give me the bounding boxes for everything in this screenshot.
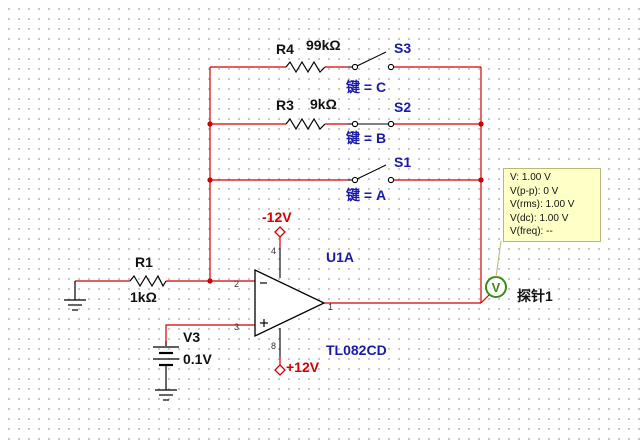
r1-ref-label: R1 — [135, 254, 153, 270]
pos-supply-label: +12V — [286, 359, 320, 375]
probe-readout-panel: V: 1.00 V V(p-p): 0 V V(rms): 1.00 V V(d… — [503, 168, 601, 242]
neg-supply-connector[interactable] — [274, 226, 286, 238]
opamp-ref-label: U1A — [326, 249, 354, 265]
probe-callout-line — [495, 240, 502, 278]
s1-ref-label: S1 — [394, 154, 411, 170]
probe-vpp: V(p-p): 0 V — [510, 185, 559, 197]
r4-value-label: 99kΩ — [306, 37, 341, 53]
switch-s2-symbol[interactable] — [348, 120, 395, 128]
s2-ref-label: S2 — [394, 99, 411, 115]
pin-2-label: 2 — [234, 279, 239, 289]
v3-value-label: 0.1V — [183, 351, 212, 367]
opamp-u1a-symbol[interactable] — [254, 248, 326, 357]
switch-s1-symbol[interactable] — [348, 164, 395, 184]
probe-icon[interactable]: V — [485, 276, 507, 298]
probe-vdc: V(dc): 1.00 V — [510, 212, 569, 224]
r4-ref-label: R4 — [276, 41, 294, 57]
r3-value-label: 9kΩ — [310, 96, 337, 112]
resistor-r4-symbol[interactable] — [285, 60, 326, 74]
opamp-part-label: TL082CD — [326, 342, 387, 358]
resistor-r1-symbol[interactable] — [129, 274, 167, 288]
pin-3-label: 3 — [234, 322, 239, 332]
resistor-r3-symbol[interactable] — [285, 117, 326, 131]
pin-4-label: 4 — [271, 246, 276, 256]
s3-key-label: 键 = C — [345, 79, 386, 95]
probe-icon-letter: V — [492, 280, 501, 295]
probe-ref-label: 探针1 — [517, 288, 553, 304]
neg-supply-label: -12V — [262, 209, 292, 225]
junction-dot — [478, 177, 484, 183]
wire-v3-noninverting — [165, 324, 255, 341]
v3-ref-label: V3 — [183, 329, 200, 345]
pos-supply-connector[interactable] — [274, 364, 286, 376]
s3-ref-label: S3 — [394, 40, 411, 56]
pin-1-label: 1 — [328, 302, 333, 312]
junction-dot — [478, 121, 484, 127]
probe-vfreq: V(freq): -- — [510, 226, 553, 237]
r1-value-label: 1kΩ — [130, 289, 157, 305]
s1-key-label: 键 = A — [345, 187, 386, 203]
s2-key-label: 键 = B — [345, 130, 386, 146]
junctions — [207, 121, 484, 284]
switches — [348, 51, 395, 184]
switch-s3-symbol[interactable] — [348, 51, 395, 71]
resistors — [129, 60, 326, 288]
junction-dot — [207, 278, 213, 284]
probe-vrms: V(rms): 1.00 V — [510, 199, 575, 210]
battery-v3-symbol[interactable] — [153, 341, 179, 401]
junction-dot — [207, 177, 213, 183]
pin-8-label: 8 — [271, 341, 276, 351]
probe-voltage: V: 1.00 V — [510, 172, 551, 183]
junction-dot — [207, 121, 213, 127]
r3-ref-label: R3 — [276, 97, 294, 113]
opamp-triangle — [254, 268, 326, 338]
wires — [75, 66, 495, 368]
ground-left-symbol — [64, 281, 86, 311]
